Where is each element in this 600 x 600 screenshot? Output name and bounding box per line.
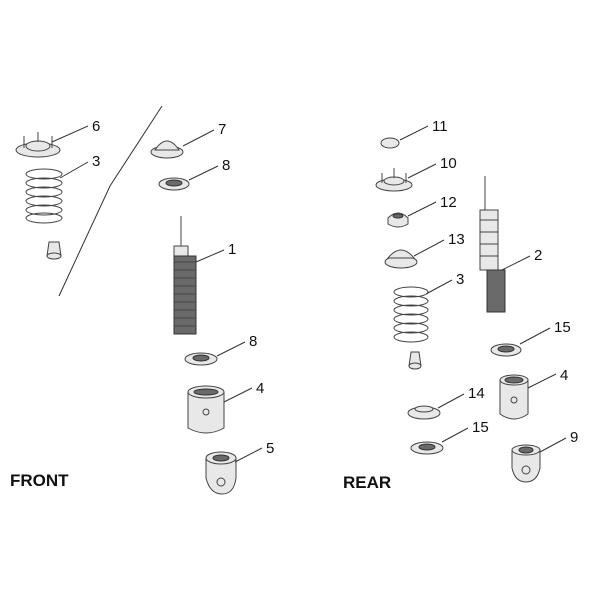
front-coil-spring	[25, 168, 63, 224]
callout-rear-spring: 3	[425, 271, 464, 295]
rear-upper-seat	[384, 249, 418, 269]
rear-cap	[380, 137, 400, 149]
front-seat-mid	[158, 177, 190, 191]
rear-top-mount	[375, 168, 413, 192]
svg-text:2: 2	[534, 247, 542, 264]
svg-text:15: 15	[472, 419, 489, 436]
rear-shock-absorber	[479, 176, 506, 313]
front-section-label: FRONT	[10, 471, 69, 490]
rear-sleeve	[499, 374, 529, 420]
callout-rear-washer: 14	[437, 385, 485, 409]
rear-section-label: REAR	[343, 473, 391, 492]
svg-text:3: 3	[456, 271, 464, 288]
callout-rear-shock: 2	[501, 247, 542, 271]
callout-rear-cap: 11	[399, 118, 448, 141]
svg-text:4: 4	[560, 367, 568, 384]
svg-text:1: 1	[228, 241, 236, 258]
svg-text:12: 12	[440, 194, 457, 211]
svg-text:3: 3	[92, 153, 100, 170]
svg-text:5: 5	[266, 440, 274, 457]
callout-front-seat-lower: 8	[216, 333, 257, 357]
front-seat-lower	[184, 352, 218, 366]
callout-rear-bushing: 9	[539, 429, 578, 453]
front-upper-seat	[150, 140, 184, 159]
callout-front-bushing: 5	[234, 440, 274, 463]
front-bump-stop	[46, 241, 62, 260]
svg-text:6: 6	[92, 118, 100, 135]
callout-front-shock: 1	[195, 241, 236, 263]
svg-text:13: 13	[448, 231, 465, 248]
callout-rear-seat-upper: 13	[413, 231, 465, 257]
callout-rear-mount: 10	[407, 155, 457, 179]
rear-washer	[407, 405, 441, 420]
rear-seat-lower	[410, 441, 444, 455]
svg-text:15: 15	[554, 319, 571, 336]
rear-lower-bushing	[511, 444, 541, 483]
front-guide-line	[58, 105, 163, 297]
callout-front-mount: 6	[51, 118, 100, 143]
svg-text:14: 14	[468, 385, 485, 402]
svg-text:10: 10	[440, 155, 457, 172]
callout-rear-bump-stop: 12	[407, 194, 457, 217]
svg-text:9: 9	[570, 429, 578, 446]
svg-text:11: 11	[432, 118, 448, 135]
rear-small-bump-stop	[408, 351, 422, 370]
front-sleeve	[187, 385, 225, 434]
callout-rear-sleeve: 4	[527, 367, 568, 389]
svg-text:8: 8	[249, 333, 257, 350]
rear-seat-right	[490, 343, 522, 357]
callout-rear-seat-right: 15	[519, 319, 571, 345]
svg-text:7: 7	[218, 121, 226, 138]
front-top-mount	[15, 132, 61, 158]
callout-front-sleeve: 4	[223, 380, 264, 403]
callout-front-seat-mid: 8	[188, 157, 230, 181]
rear-coil-spring	[393, 286, 429, 343]
callout-front-seat-upper: 7	[182, 121, 226, 147]
svg-text:8: 8	[222, 157, 230, 174]
callout-rear-seat-lower: 15	[441, 419, 489, 443]
svg-text:4: 4	[256, 380, 264, 397]
rear-bump-stop	[387, 212, 409, 228]
front-lower-bushing	[205, 451, 237, 495]
front-shock-absorber	[173, 216, 197, 335]
callout-front-spring: 3	[59, 153, 100, 179]
